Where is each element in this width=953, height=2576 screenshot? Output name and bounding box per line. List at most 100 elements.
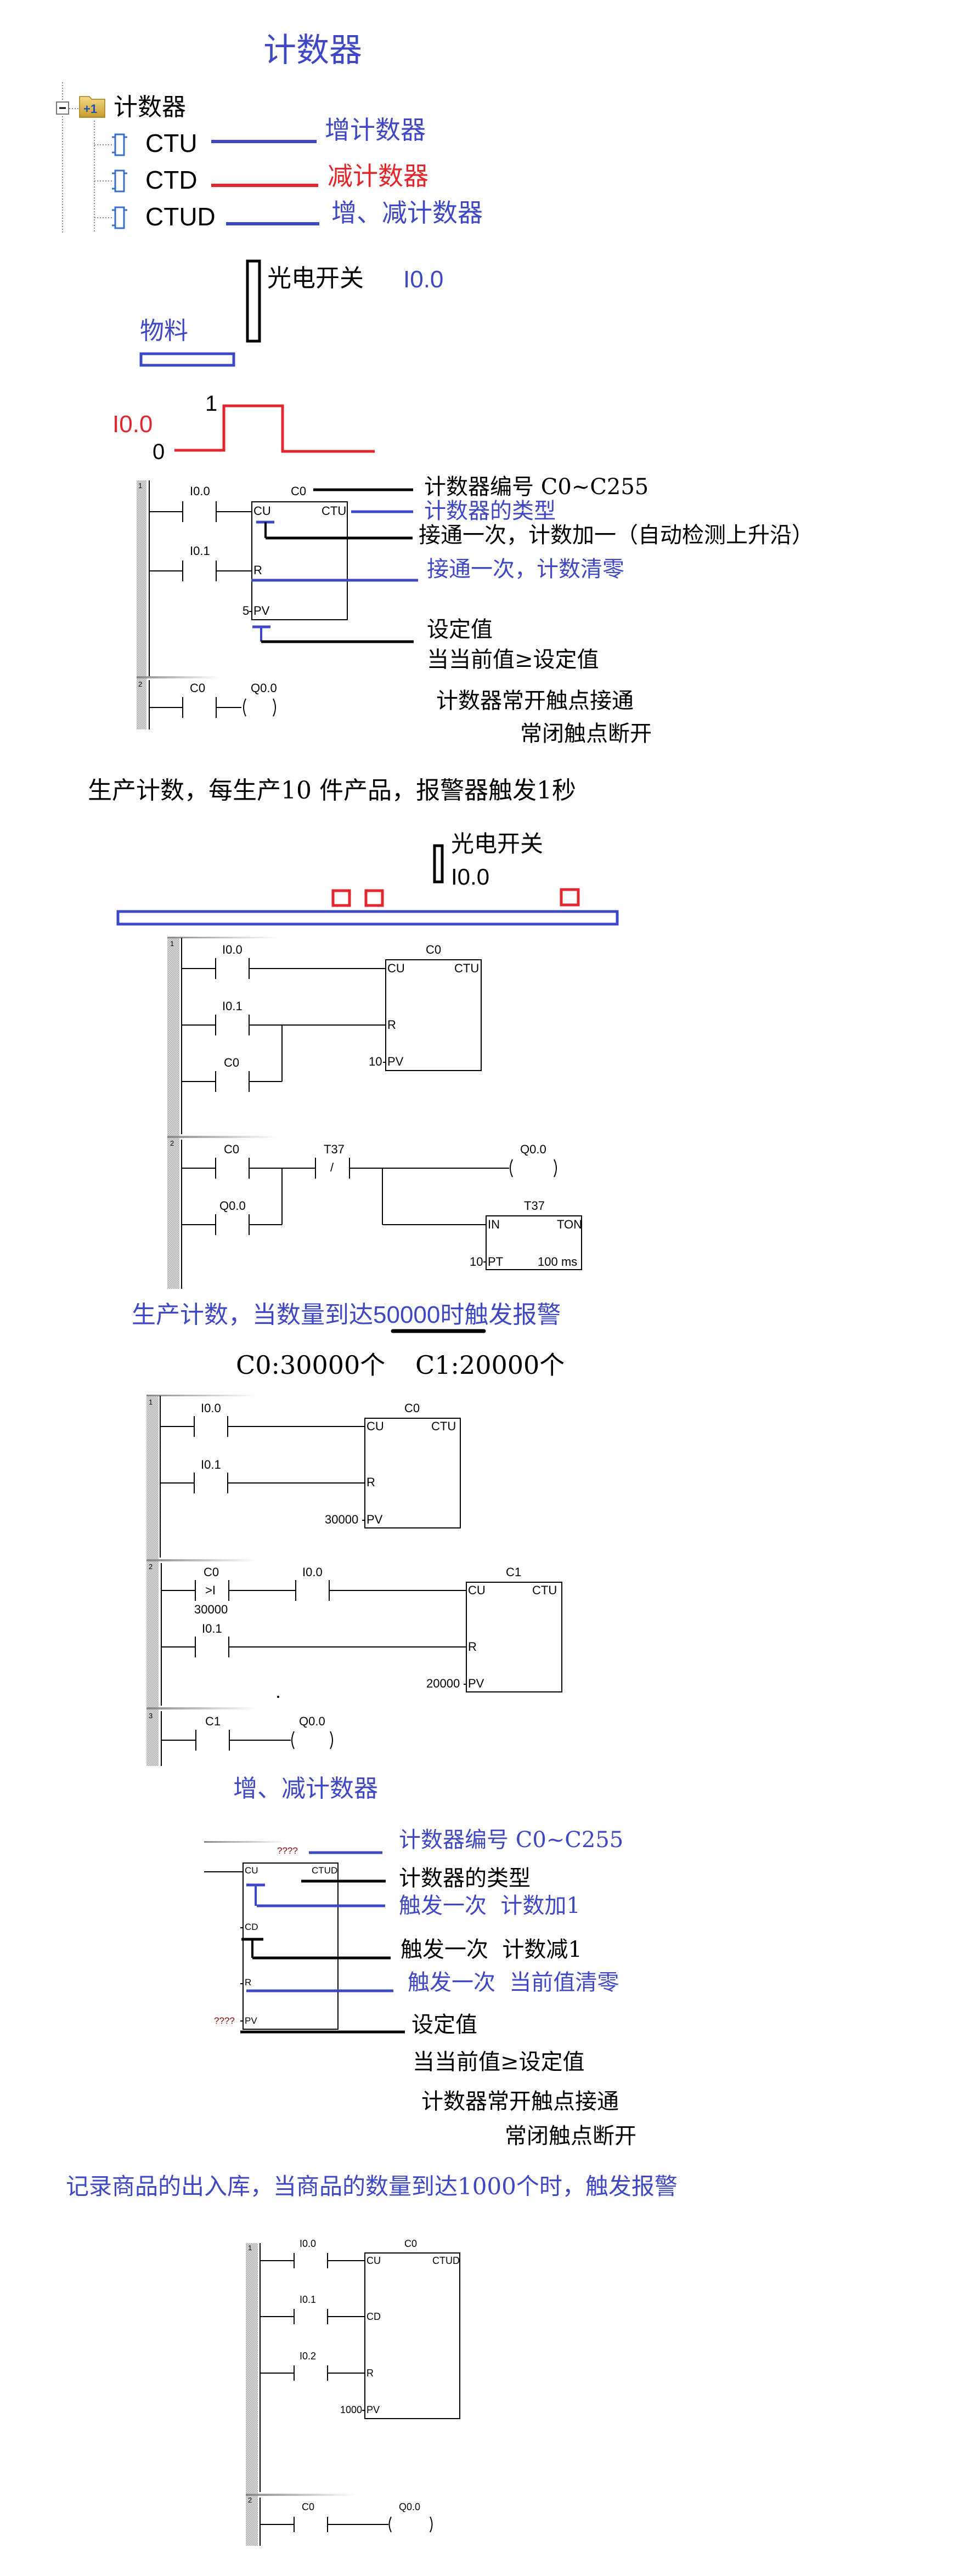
note-nc-contact: 常闭触点断开 [505, 2124, 636, 2149]
note-cu: 接通一次，计数加一（自动检测上升沿） [419, 523, 814, 548]
pin-cd: CD [366, 2311, 381, 2322]
network-number: 2 [170, 1139, 174, 1147]
note-cu: 触发一次 计数加1 [399, 1893, 580, 1918]
c1-quota: C1:20000个 [415, 1350, 565, 1380]
note-condition: 当当前值≥设定值 [427, 647, 599, 672]
contact-label: I0.1 [300, 2294, 317, 2305]
pin-cu: CU [245, 1865, 258, 1876]
block-icon-ctu [112, 133, 127, 156]
note-no-contact: 计数器常开触点接通 [436, 688, 634, 714]
counter-type: CTU [532, 1583, 557, 1597]
pin-cu: CU [387, 961, 405, 975]
ladder-ctu-explained [137, 480, 418, 729]
contact-label: C0 [190, 681, 206, 695]
counter-address: C0 [404, 1401, 420, 1415]
note-nc-contact: 常闭触点断开 [520, 721, 652, 746]
conveyor-belt [116, 910, 619, 926]
pin-pv: PV [366, 2404, 380, 2415]
preset-value: 20000 [426, 1677, 460, 1690]
pin-in: IN [488, 1218, 500, 1231]
photo-switch-2 [433, 844, 444, 884]
pin-pv: PV [468, 1677, 484, 1690]
contact-label: I0.2 [300, 2351, 317, 2362]
counter-type: CTU [431, 1419, 456, 1433]
material-label: 物料 [140, 317, 188, 345]
tree-item-ctu[interactable]: CTU [145, 129, 198, 157]
example2-title-number: 50000 [373, 1301, 441, 1328]
contact-label: Q0.0 [219, 1199, 246, 1213]
ctud-explained-diagram [204, 1841, 405, 2034]
coil-label: Q0.0 [251, 681, 277, 695]
note-no-contact: 计数器常开触点接通 [421, 2089, 619, 2114]
pin-r: R [366, 1475, 375, 1489]
tree-connectors [62, 82, 112, 233]
contact-label: I0.0 [302, 1565, 323, 1579]
tree-item-ctud[interactable]: CTUD [145, 202, 216, 231]
photo-switch [246, 259, 261, 343]
timer-address: T37 [524, 1199, 545, 1213]
coil-label: Q0.0 [520, 1142, 546, 1156]
pin-cu: CU [253, 504, 271, 518]
product-box [560, 888, 580, 907]
note-pv: 设定值 [427, 617, 493, 642]
coil-label: Q0.0 [399, 2501, 421, 2512]
tree-item-ctd[interactable]: CTD [145, 166, 198, 194]
compare-operator: >I [205, 1583, 216, 1597]
collapse-toggle[interactable] [56, 101, 69, 115]
network-number: 1 [170, 939, 174, 948]
network-number: 2 [149, 1562, 153, 1571]
note-pv: 设定值 [411, 2012, 477, 2037]
example1-title: 生产计数，每生产10 件产品，报警器触发1秒 [88, 777, 576, 805]
counter-type: CTU [454, 961, 480, 975]
contact-label: I0.0 [222, 943, 243, 956]
preset-value: 1000 [340, 2404, 363, 2415]
signal-high-label: 1 [205, 392, 218, 416]
pin-pv: PV [366, 1513, 383, 1526]
counter-type: CTUD [312, 1865, 338, 1876]
note-counter-number: 计数器编号 C0~C255 [424, 474, 649, 500]
example3-title: 记录商品的出入库，当商品的数量到达1000个时，触发报警 [66, 2173, 678, 2200]
counter-address: C0 [291, 484, 307, 498]
network-number: 2 [138, 680, 143, 688]
example2-title-pre: 生产计数，当数量到达 [132, 1301, 373, 1329]
contact-label: C0 [302, 2501, 315, 2512]
pin-r: R [245, 1977, 252, 1988]
material-block [139, 352, 235, 367]
counter-type: CTU [322, 504, 347, 518]
photo-switch-address: I0.0 [451, 864, 490, 890]
contact-label: C0 [224, 1056, 240, 1069]
contact-label: I0.1 [201, 1458, 221, 1471]
ctu-description: 增计数器 [325, 115, 426, 145]
product-box [364, 889, 384, 907]
svg-text:+1: +1 [83, 102, 97, 116]
ladder-example3 [246, 2243, 460, 2546]
photo-switch-label: 光电开关 [451, 830, 544, 857]
pin-pv: PV [387, 1055, 404, 1068]
contact-label: C0 [224, 1142, 240, 1156]
note-counter-type: 计数器的类型 [424, 499, 556, 524]
example2-title-post: 时触发报警 [440, 1301, 561, 1329]
note-r: 触发一次 当前值清零 [408, 1970, 619, 1995]
page-title: 计数器 [263, 31, 362, 70]
ctud-description: 增、减计数器 [331, 198, 483, 228]
timer-type: TON [557, 1218, 583, 1231]
tree-root-label[interactable]: 计数器 [114, 94, 186, 121]
network-number: 1 [149, 1398, 153, 1406]
contact-label: C1 [205, 1714, 221, 1728]
signal-label: I0.0 [112, 411, 153, 438]
counter-address: C1 [506, 1565, 522, 1579]
contact-label: I0.0 [300, 2238, 317, 2249]
pin-cu: CU [366, 2255, 381, 2266]
note-condition: 当当前值≥设定值 [413, 2050, 585, 2075]
example2-title: 生产计数，当数量到达50000时触发报警 [132, 1303, 561, 1327]
timebase: 100 ms [538, 1255, 578, 1269]
pin-r: R [366, 2368, 374, 2379]
pin-cd: CD [245, 1922, 258, 1932]
preset-value: 30000 [325, 1513, 359, 1526]
pin-cu: CU [366, 1419, 384, 1433]
counter-address-placeholder: ???? [277, 1845, 298, 1856]
preset-time: 10 [470, 1255, 483, 1269]
counter-address: C0 [426, 943, 442, 956]
